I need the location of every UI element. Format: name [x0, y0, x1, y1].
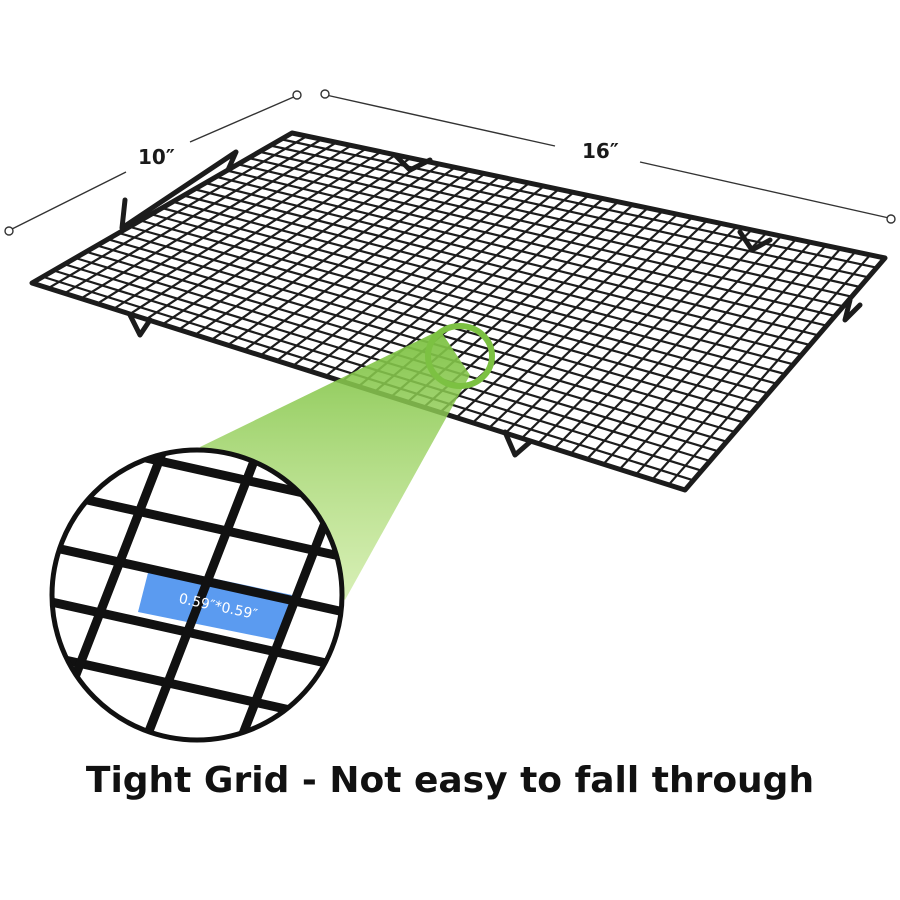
width-dimension-label: 10″ [138, 145, 175, 169]
grid-cell-highlight [138, 565, 292, 640]
magnifier-beam [200, 323, 495, 600]
cooling-rack [29, 130, 888, 493]
length-dimension-label: 16″ [582, 139, 619, 163]
caption-headline: Tight Grid - Not easy to fall through [85, 760, 815, 801]
dimension-lines [4, 89, 896, 236]
